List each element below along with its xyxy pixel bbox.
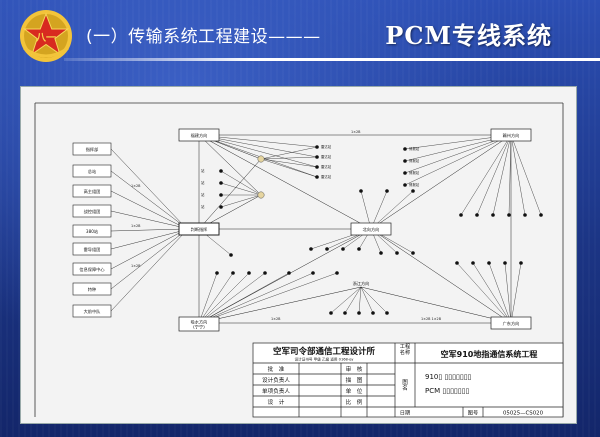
svg-text:情报站: 情报站 <box>409 170 420 175</box>
svg-text:情报站: 情报站 <box>409 158 420 163</box>
left-unit-1: 总站 <box>88 168 96 175</box>
network-diagram-sheet: 雷达站雷达站雷达站雷达站 情报站情报站情报站情报站 站站站站 福建方向 赣州方向… <box>20 86 577 424</box>
hub-west-label: 吸水方向(宁宁) <box>191 319 208 330</box>
row-1-a: 设计负责人 <box>262 376 290 384</box>
hub-guangdong: 广东方向 <box>490 316 532 330</box>
hub-fujian-label: 福建方向 <box>191 132 208 139</box>
hub-center-bottom-label: 浙江方向 <box>353 280 370 287</box>
hub-jiangxi-label: 赣州方向 <box>503 132 520 139</box>
row-3-a: 设 计 <box>268 398 285 406</box>
left-unit-7: 特种 <box>88 286 96 293</box>
svg-text:雷达站: 雷达站 <box>321 174 332 179</box>
row-0-b: 审 核 <box>346 365 363 373</box>
svg-text:雷达站: 雷达站 <box>321 144 332 149</box>
svg-text:站: 站 <box>201 204 205 209</box>
row-0-a: 批 准 <box>268 365 285 373</box>
left-unit-4: 380站 <box>86 228 98 235</box>
left-unit-5: 雷导组团 <box>84 246 101 253</box>
hub-main: 判断指挥 <box>178 222 220 236</box>
section-title: (一）传输系统工程建设——— <box>86 27 321 47</box>
slide-header: 八一 (一）传输系统工程建设——— PCM专线系统 <box>0 0 600 80</box>
date-label: 日期 <box>400 410 410 417</box>
left-unit-6: 信息保障中心 <box>79 266 105 273</box>
left-unit-3: 战控组团 <box>84 208 101 215</box>
hub-center-bottom: 浙江方向 <box>353 280 370 287</box>
emblem-text: 八一 <box>35 32 56 44</box>
link-label-bottom: 1×2B <box>271 317 281 321</box>
svg-text:雷达站: 雷达站 <box>321 154 332 159</box>
designer-org-sub: 设计证书号 甲级 乙级 适用 0168-oy <box>295 357 355 362</box>
number-label: 图号 <box>468 410 478 417</box>
hub-south: 北向方向 <box>350 222 392 236</box>
row-1-b: 描 图 <box>346 376 363 384</box>
link-label-left-1: 1×2B <box>131 184 141 188</box>
row-2-b: 单 位 <box>346 387 363 395</box>
svg-text:站: 站 <box>201 168 205 173</box>
link-label-left-2: 1×2B <box>131 224 141 228</box>
left-unit-list: 指挥部 总站 高主组团 战控组团 380站 雷导组团 信息保障中心 特种 大前中… <box>72 142 112 318</box>
hub-jiangxi: 赣州方向 <box>490 128 532 142</box>
title-block <box>252 342 564 418</box>
drawing-name-1: 910▯ ▯▯▯▯▯▯▯ <box>425 373 471 381</box>
project-name: 空军910地指通信系统工程 <box>441 349 538 359</box>
hub-main-label: 判断指挥 <box>191 226 208 233</box>
svg-text:雷达站: 雷达站 <box>321 164 332 169</box>
left-unit-bottom: 大前中队 <box>84 308 102 315</box>
left-unit-0: 指挥部 <box>86 146 99 153</box>
drawing-label: 图名 <box>402 378 408 392</box>
row-3-b: 比 例 <box>346 398 363 406</box>
link-label-top: 1×2B <box>351 130 361 134</box>
svg-text:情报站: 情报站 <box>409 182 420 187</box>
svg-text:站: 站 <box>201 192 205 197</box>
hub-south-label: 北向方向 <box>363 226 380 233</box>
left-unit-2: 高主组团 <box>84 188 101 195</box>
hub-guangdong-label: 广东方向 <box>503 320 520 327</box>
svg-text:站: 站 <box>201 180 205 185</box>
number-value: 05025—CS020 <box>503 411 544 417</box>
project-label: 工程名称 <box>400 342 410 356</box>
link-label-bottom-right: 1×2B 1×2B <box>421 317 442 321</box>
drawing-name-2: PCM ▯▯▯▯▯▯▯ <box>425 387 469 395</box>
hub-fujian: 福建方向 <box>178 128 220 142</box>
army-emblem-icon: 八一 <box>20 10 72 62</box>
hub-west: 吸水方向(宁宁) <box>178 316 220 332</box>
slide-title: PCM专线系统 <box>385 21 552 50</box>
link-label-left-3: 1×2B <box>131 264 141 268</box>
row-2-a: 单项负责人 <box>262 387 290 395</box>
svg-text:情报站: 情报站 <box>409 146 420 151</box>
designer-org-name: 空军司令部通信工程设计所 <box>273 346 376 357</box>
header-divider <box>64 58 600 61</box>
